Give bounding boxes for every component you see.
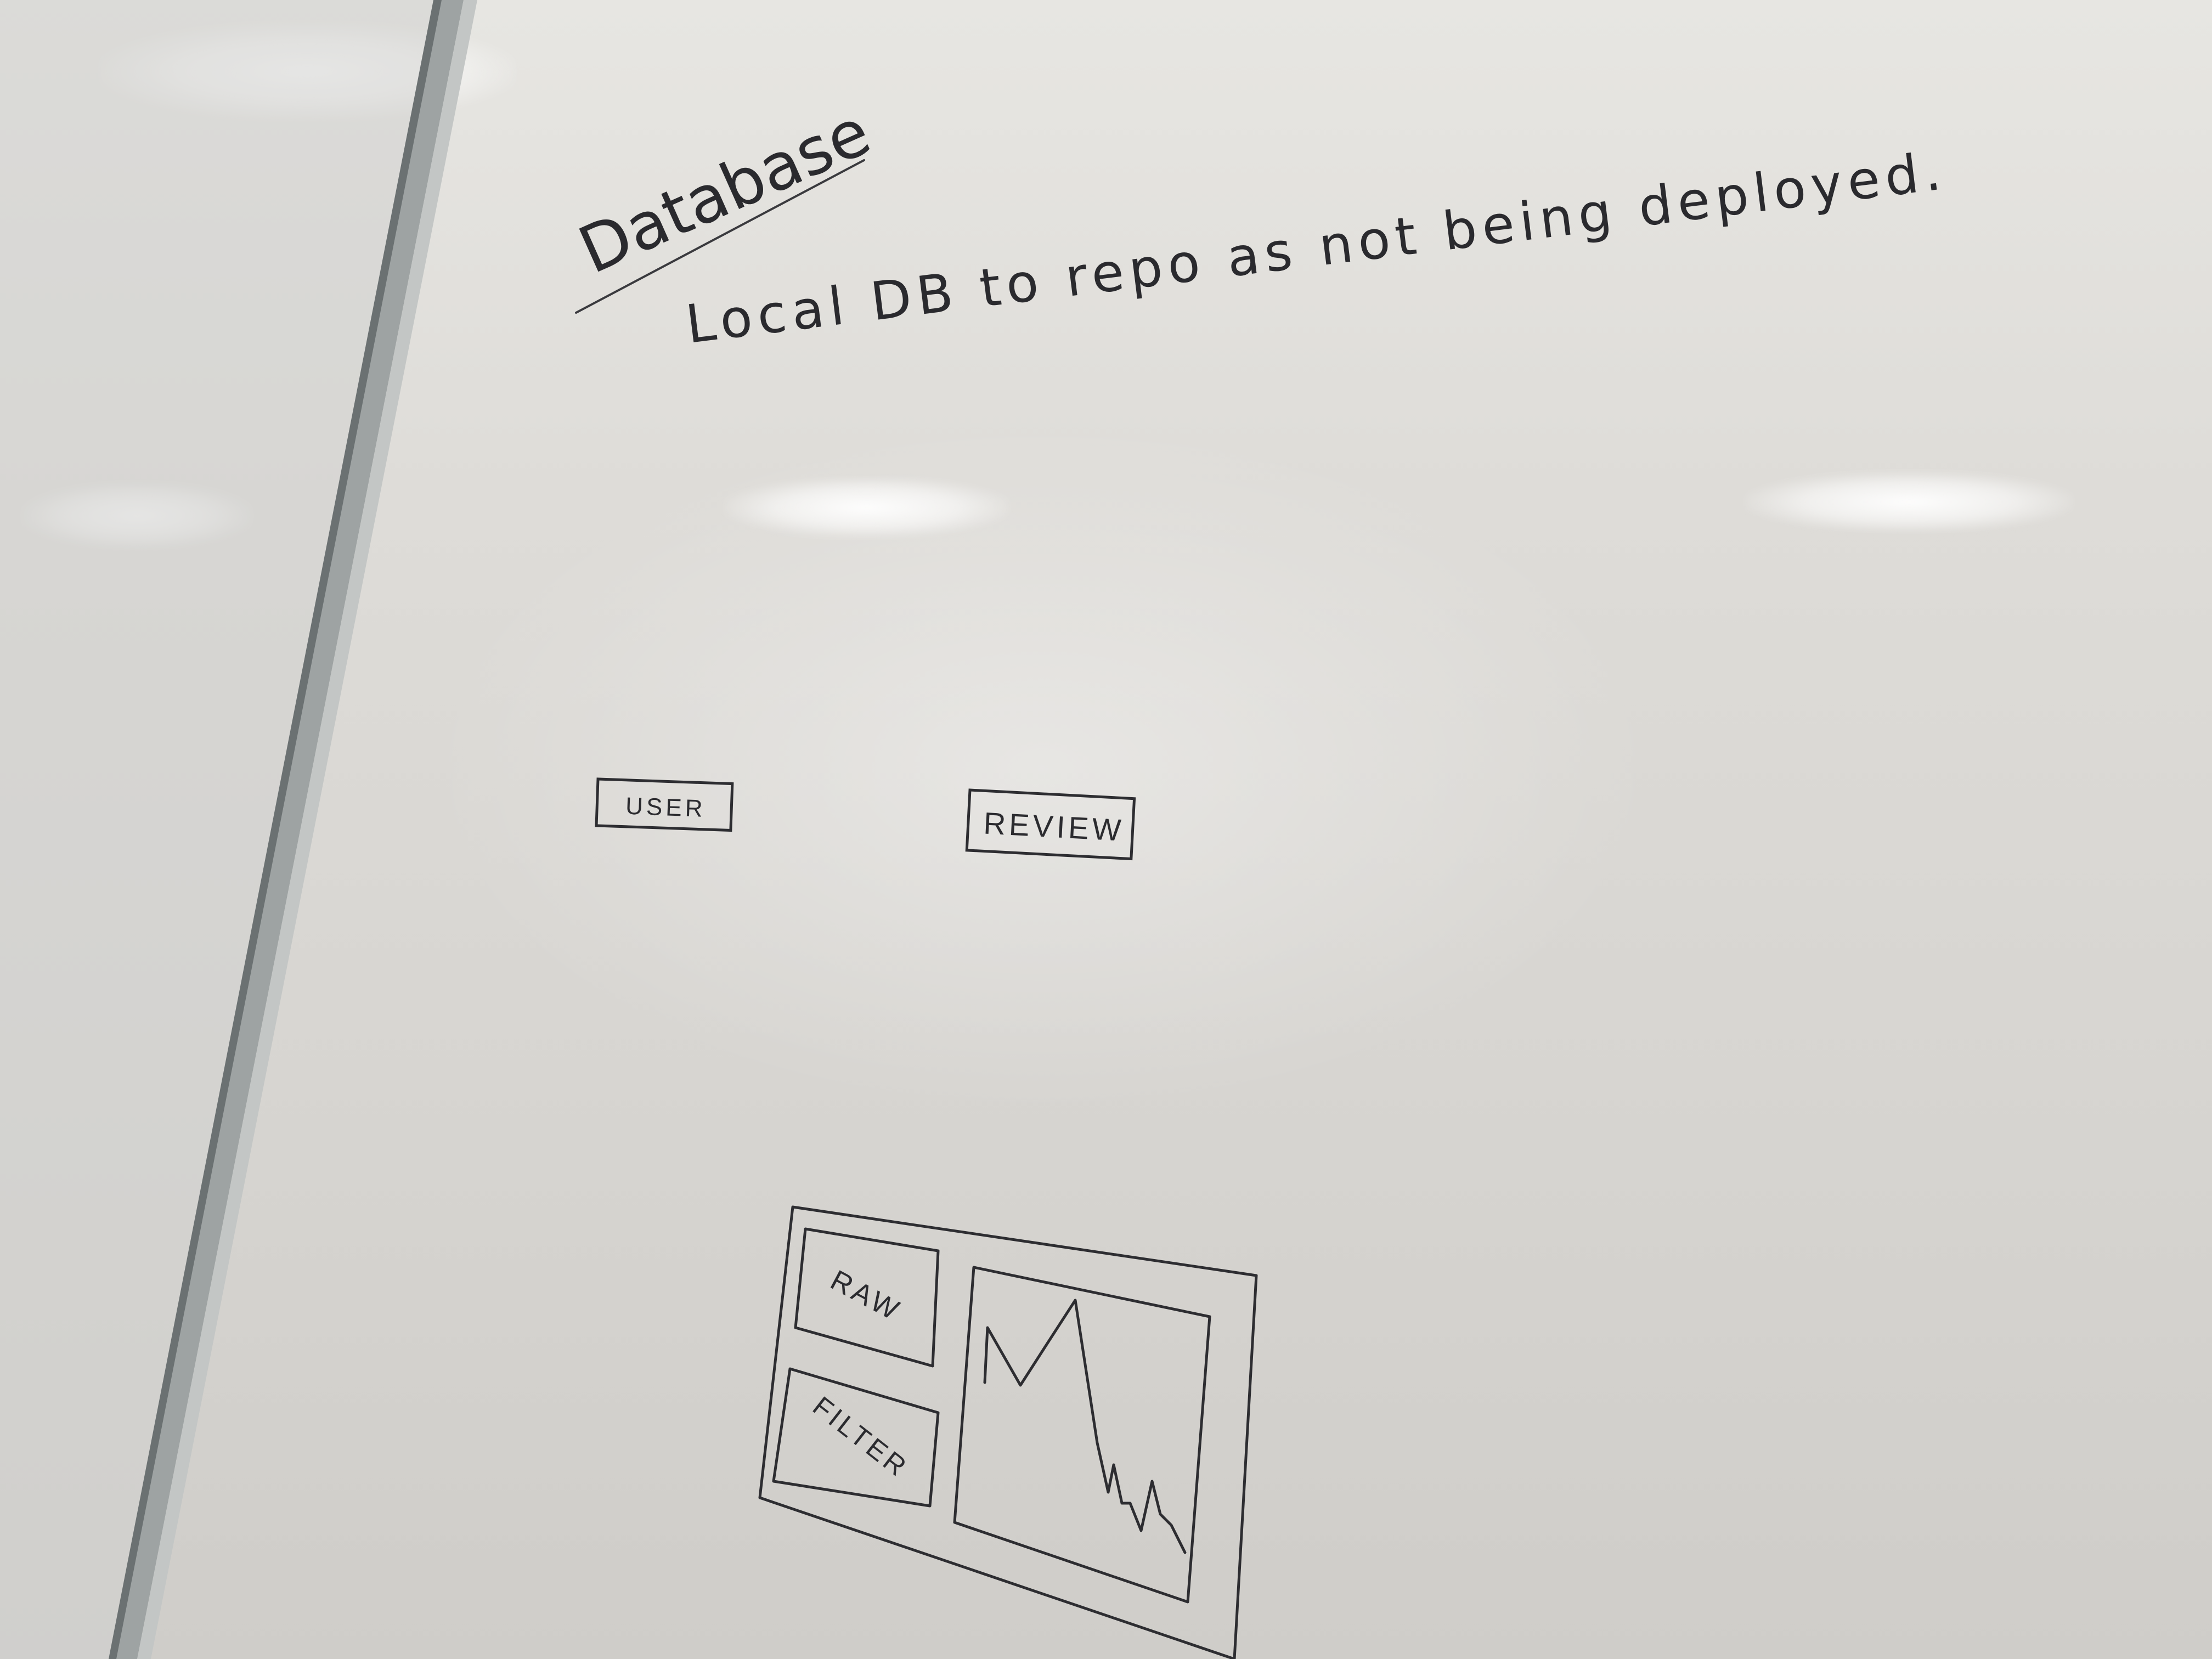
chart-panel <box>953 1266 1211 1604</box>
filter-label: FILTER <box>807 1391 915 1484</box>
user-box: USER <box>595 777 734 832</box>
heading-underline <box>575 159 865 314</box>
heading-text: Database <box>568 93 881 288</box>
ceiling-light-reflection <box>1745 472 2074 532</box>
sketch-outer-frame <box>758 1205 1258 1659</box>
chart-line <box>983 1299 1187 1554</box>
dashboard-sketch: RAW FILTER <box>758 1205 1258 1659</box>
filter-panel <box>772 1367 940 1508</box>
review-box: REVIEW <box>965 788 1136 861</box>
ceiling-light-reflection <box>724 477 1009 538</box>
user-label: USER <box>625 793 706 822</box>
note-text: Local DB to repo as not being deployed. <box>682 140 1949 356</box>
raw-label: RAW <box>825 1264 907 1328</box>
raw-panel <box>794 1227 940 1368</box>
review-label: REVIEW <box>983 805 1125 847</box>
